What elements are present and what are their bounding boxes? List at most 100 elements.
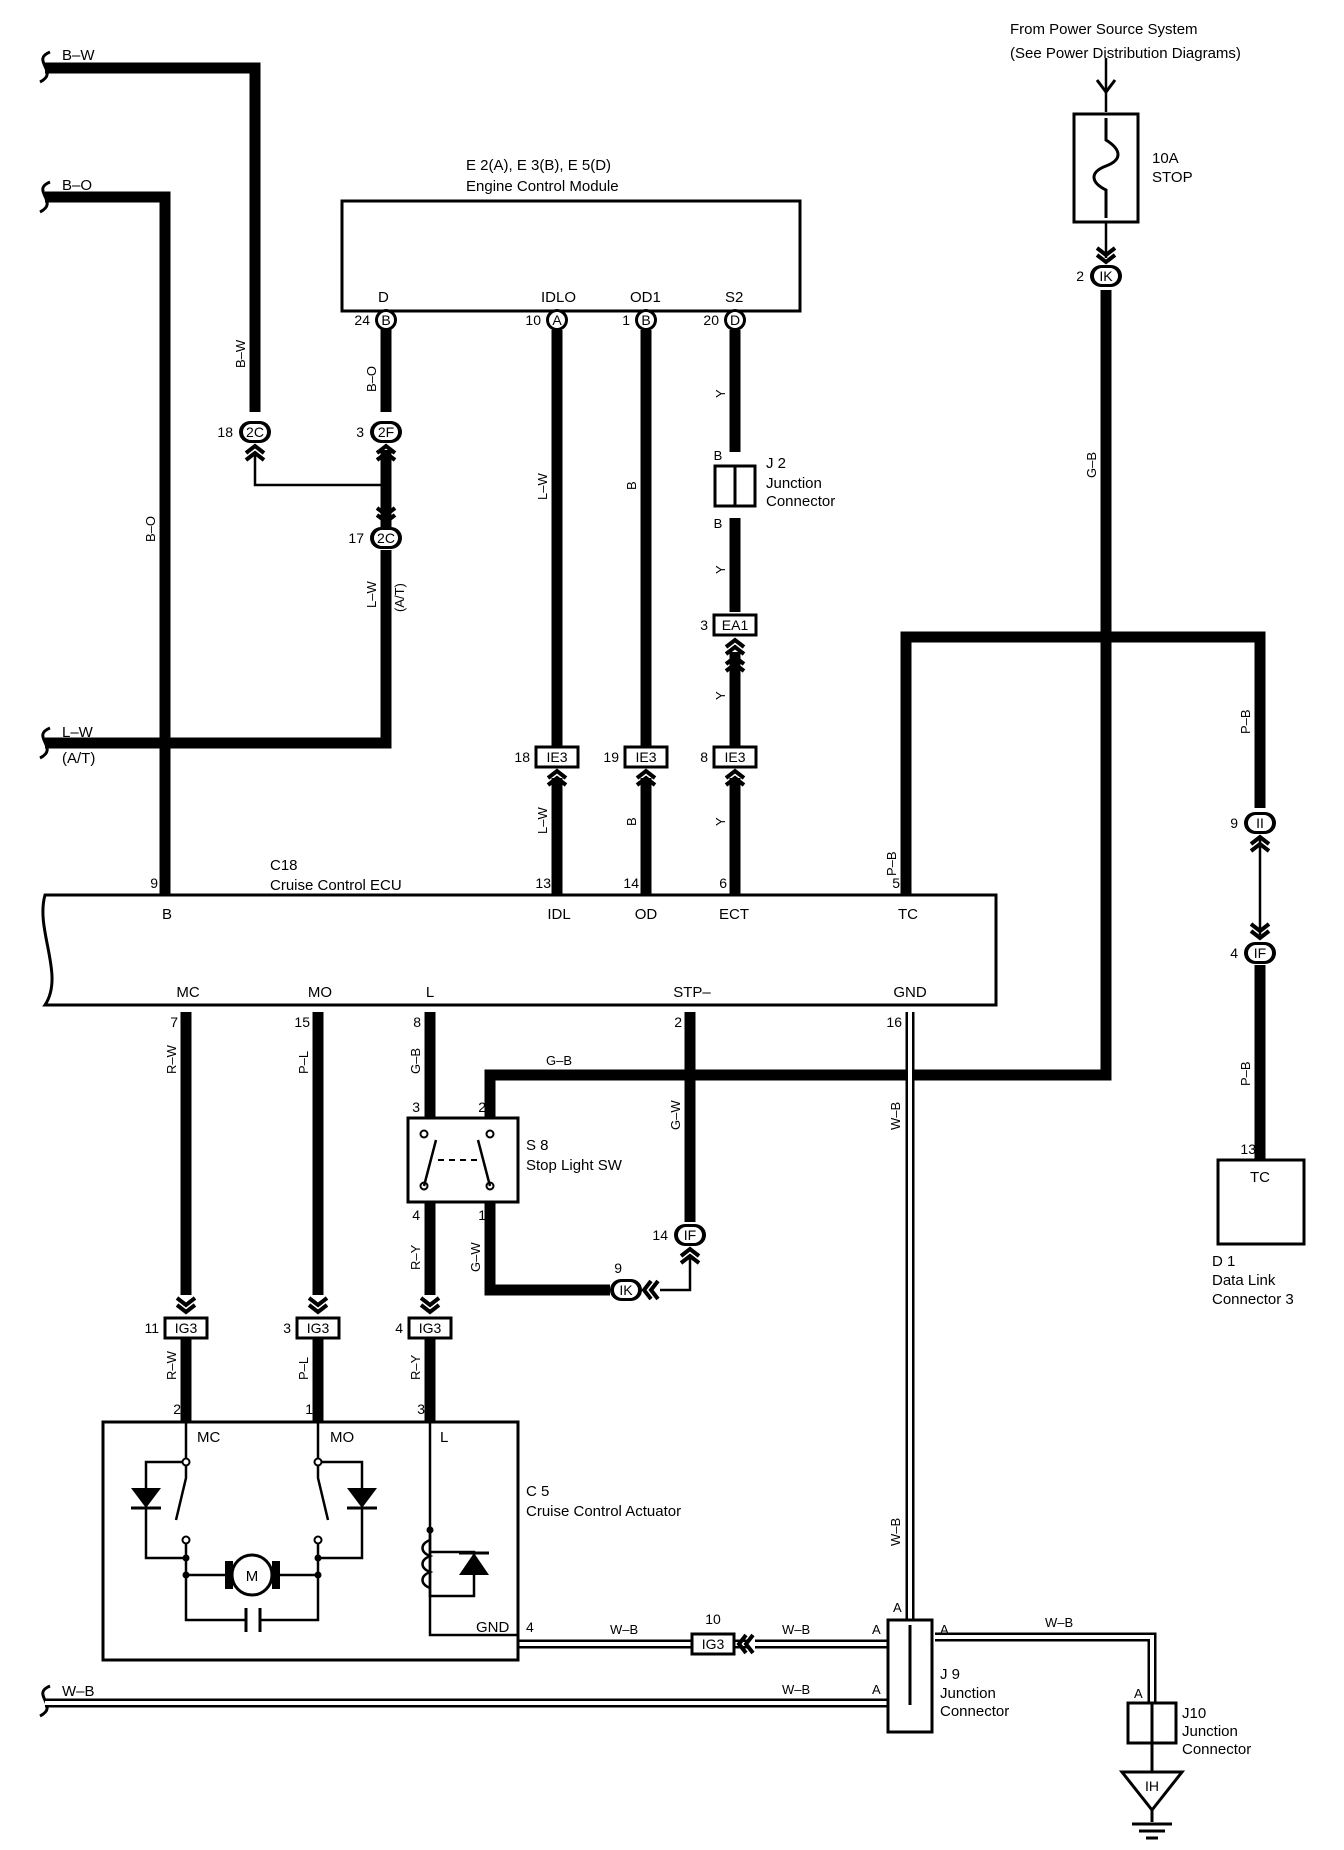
svg-text:9: 9 [150,875,158,891]
connector-ig3-11: IG3 11 [144,1296,209,1340]
svg-text:17: 17 [348,530,364,546]
svg-text:7: 7 [170,1014,178,1030]
svg-text:(A/T): (A/T) [392,583,407,612]
svg-text:W–B: W–B [782,1682,810,1697]
svg-text:1: 1 [478,1207,486,1223]
svg-text:IG3: IG3 [702,1636,725,1652]
j9-line1: Junction [940,1685,996,1702]
power-source-line1: From Power Source System [1010,21,1198,38]
ecm-pin-idlo: A 10 [525,309,568,331]
svg-text:4: 4 [412,1207,420,1223]
svg-text:A: A [893,1600,902,1615]
svg-text:W–B: W–B [1045,1615,1073,1630]
svg-text:IK: IK [1099,268,1113,284]
ecm-pin-od1: B 1 [622,309,657,331]
svg-text:Y: Y [713,565,728,574]
svg-text:A: A [872,1622,881,1637]
ecm-terminal-d: D [378,289,389,306]
ecu-terminal-stp: STP– [673,984,711,1001]
svg-text:M: M [246,1568,259,1585]
svg-text:II: II [1256,815,1264,831]
svg-text:Y: Y [713,691,728,700]
input-bo: B–O [62,177,92,194]
connector-ik-9: IK 9 [610,1260,660,1301]
svg-text:TC: TC [1250,1169,1270,1186]
actuator-id: C 5 [526,1483,549,1500]
svg-text:P–B: P–B [884,851,899,876]
svg-text:2: 2 [674,1014,682,1030]
diode-icon [459,1553,489,1575]
connector-ig3-4: IG3 4 [395,1296,453,1340]
svg-text:8: 8 [700,749,708,765]
dlc-id: D 1 [1212,1253,1235,1270]
svg-text:14: 14 [623,875,639,891]
dlc-line2: Connector 3 [1212,1291,1294,1308]
svg-text:4: 4 [526,1619,534,1635]
thin-wires [253,58,1262,1292]
svg-text:G–B: G–B [546,1053,572,1068]
svg-text:2: 2 [173,1401,181,1417]
svg-text:3: 3 [700,617,708,633]
svg-text:3: 3 [283,1320,291,1336]
stop-sw-name: Stop Light SW [526,1157,623,1174]
svg-text:B–O: B–O [143,516,158,542]
ecu-terminal-tc: TC [898,906,918,923]
svg-text:10: 10 [705,1611,721,1627]
ground-wires [45,1012,1157,1708]
rect-connectors: EA1 3 IE3 18 IE3 19 IE3 8 IG3 11 [144,613,758,1656]
j2-line1: Junction [766,475,822,492]
svg-text:2C: 2C [377,530,395,546]
svg-text:IE3: IE3 [546,749,567,765]
ecu-terminal-ect: ECT [719,906,749,923]
svg-text:W–B: W–B [888,1518,903,1546]
input-lw: L–W [62,724,94,741]
input-wb: W–B [62,1683,95,1700]
splice-point [381,480,391,490]
svg-text:IH: IH [1145,1778,1159,1794]
diode-icon [131,1488,161,1508]
diode-icon [347,1488,377,1508]
connector-ig3-3: IG3 3 [283,1296,341,1340]
svg-text:1: 1 [305,1401,313,1417]
svg-text:B: B [714,448,723,463]
fuse-icon [1092,118,1120,218]
cruise-control-ecu: C18 Cruise Control ECU B 9 IDL 13 OD 14 … [41,857,998,1030]
stop-fuse: 10A STOP [1072,112,1193,224]
stop-light-switch: 3 2 4 1 S 8 Stop Light SW [406,1099,623,1223]
svg-text:W–B: W–B [610,1622,638,1637]
j2-junction-connector: B B J 2 Junction Connector [713,448,835,531]
svg-text:P–L: P–L [296,1051,311,1074]
ecu-name: Cruise Control ECU [270,877,402,894]
data-link-connector: TC 13 D 1 Data Link Connector 3 [1212,1141,1306,1308]
svg-text:IG3: IG3 [307,1320,330,1336]
ecu-terminal-b: B [162,906,172,923]
stop-sw-id: S 8 [526,1137,549,1154]
svg-text:19: 19 [603,749,619,765]
svg-text:3: 3 [356,424,364,440]
ecu-terminal-gnd: GND [893,984,927,1001]
svg-text:13: 13 [1240,1141,1256,1157]
svg-text:A: A [1134,1686,1143,1701]
svg-text:14: 14 [652,1227,668,1243]
ecm-name: Engine Control Module [466,178,619,195]
svg-text:18: 18 [217,424,233,440]
svg-text:2: 2 [478,1099,486,1115]
svg-text:A: A [552,312,562,328]
actuator-name: Cruise Control Actuator [526,1503,681,1520]
svg-text:16: 16 [886,1014,902,1030]
connector-ig3-10: IG3 10 [690,1611,755,1656]
connector-ii-9: II 9 [1230,812,1276,853]
j9-junction-connector: J 9 Junction Connector [886,1618,1009,1734]
connector-ie3-8: IE3 8 [700,745,758,787]
ecu-terminal-idl: IDL [547,906,570,923]
power-source: From Power Source System (See Power Dist… [1010,21,1241,95]
engine-control-module: E 2(A), E 3(B), E 5(D) Engine Control Mo… [340,157,802,331]
svg-text:8: 8 [413,1014,421,1030]
svg-text:IF: IF [684,1227,696,1243]
svg-text:R–Y: R–Y [408,1244,423,1270]
svg-text:W–B: W–B [888,1102,903,1130]
solenoid-coil-icon [421,1538,434,1590]
j10-line1: Junction [1182,1723,1238,1740]
svg-text:15: 15 [294,1014,310,1030]
